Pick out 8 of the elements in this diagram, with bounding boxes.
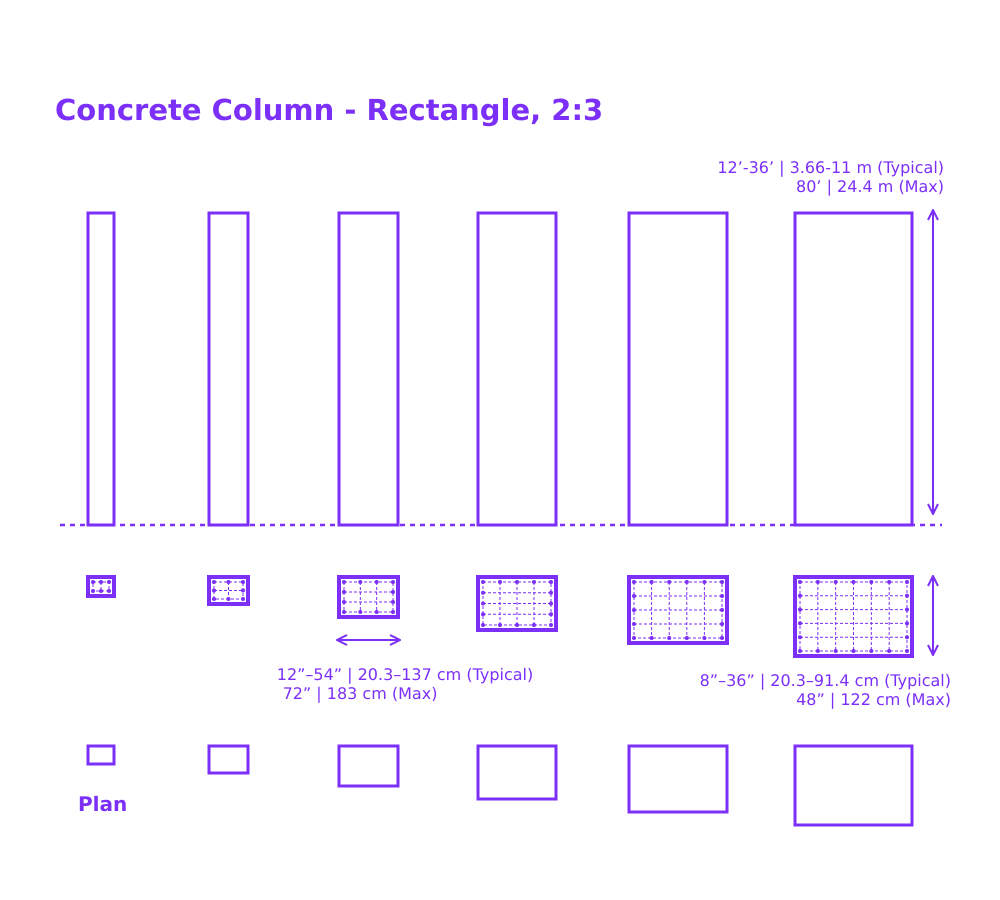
title: Concrete Column - Rectangle, 2:3: [55, 92, 604, 128]
dimension-label: 48” | 122 cm (Max): [796, 690, 951, 709]
dimension-label: 12”–54” | 20.3–137 cm (Typical): [276, 665, 534, 684]
dimension-label: 72” | 183 cm (Max): [282, 684, 438, 703]
dimension-label: 12’-36’ | 3.66-11 m (Typical): [717, 158, 944, 177]
dimension-label: 8”–36” | 20.3–91.4 cm (Typical): [700, 671, 951, 690]
dimension-label: 80’ | 24.4 m (Max): [796, 177, 944, 196]
view-label: Plan: [78, 792, 128, 816]
